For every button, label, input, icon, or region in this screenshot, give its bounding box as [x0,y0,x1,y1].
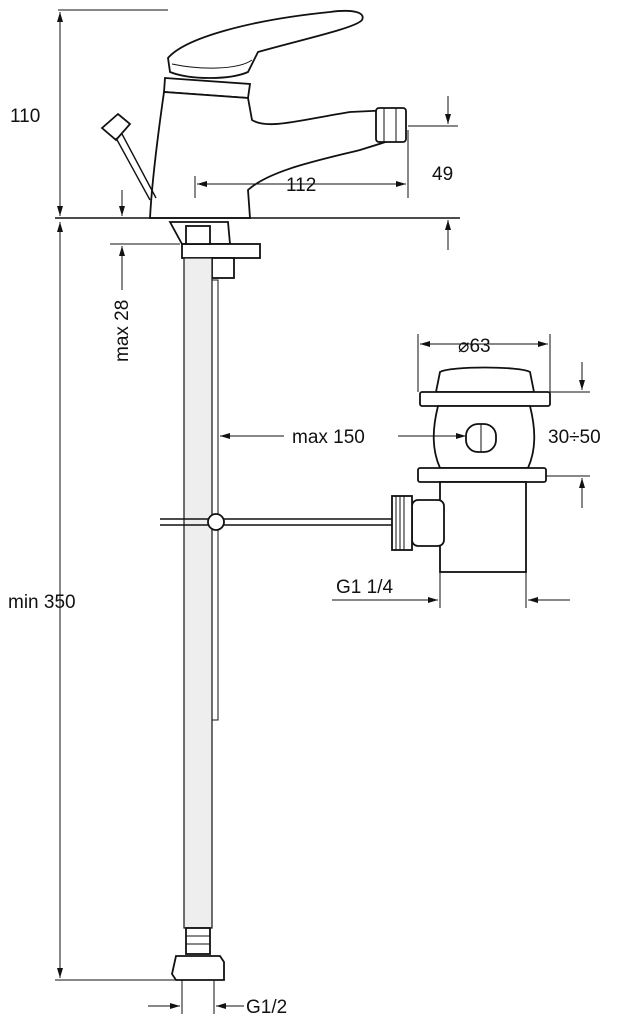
drain-waste [391,366,551,573]
mixer-body [100,9,407,219]
dim-label-max-28: max 28 [112,300,133,362]
dim-label-g1-1-4: G1 1/4 [336,577,393,598]
dim-label-min-350: min 350 [8,592,76,613]
mounting-hardware [168,221,261,279]
dimension-lines [55,9,590,1014]
dim-label-max-150: max 150 [292,427,365,448]
dim-label-110: 110 [10,106,40,127]
dim-label-diameter-63: ⌀63 [458,336,491,357]
dim-label-49: 49 [432,164,453,185]
flexible-hose [171,257,225,981]
dim-label-30-50: 30÷50 [548,427,601,448]
dim-label-112: 112 [286,175,316,196]
pop-up-rod [160,513,392,531]
dim-label-g1-2: G1/2 [246,997,287,1018]
